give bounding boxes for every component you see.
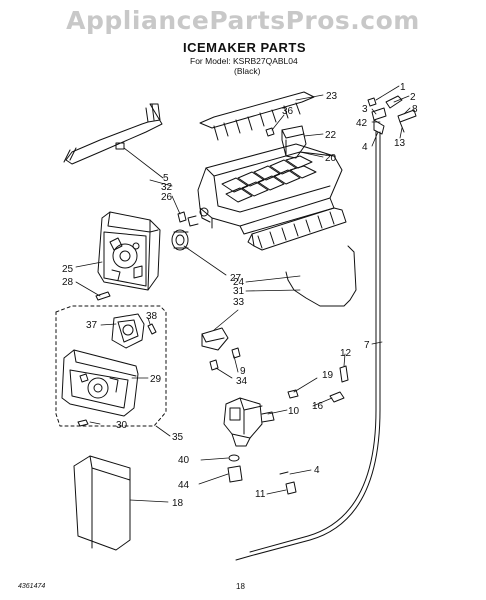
callout-25: 25 <box>62 264 74 275</box>
clip-26 <box>177 211 187 223</box>
nut-11 <box>285 481 297 495</box>
callout-10: 10 <box>288 406 300 417</box>
water-valve <box>223 397 275 447</box>
callout-27: 27 <box>230 273 242 284</box>
callout-29: 29 <box>150 374 162 385</box>
callout-32: 32 <box>161 182 173 193</box>
callout-38: 38 <box>146 311 158 322</box>
callout-4-lower: 4 <box>314 465 320 476</box>
screw-9a <box>209 359 219 371</box>
callout-24: 24 <box>233 277 245 288</box>
tube-fittings <box>367 95 417 135</box>
callout-4-top: 4 <box>362 142 368 153</box>
callout-3: 3 <box>362 104 368 115</box>
callout-37: 37 <box>86 320 98 331</box>
ice-bin-18 <box>73 455 131 551</box>
callout-18: 18 <box>172 498 184 509</box>
screw-9b <box>231 347 241 359</box>
callout-31: 31 <box>233 286 245 297</box>
screw-28 <box>95 291 111 301</box>
wire-harness-part <box>63 103 163 165</box>
screw-36 <box>265 127 275 137</box>
shutoff-arm <box>285 245 357 307</box>
callout-40: 40 <box>178 455 190 466</box>
callout-44: 44 <box>178 480 190 491</box>
diagram-title: ICEMAKER PARTS <box>183 40 307 55</box>
callout-labels: 1 2 3 8 42 13 4 23 36 22 20 5 32 26 25 2… <box>62 82 418 509</box>
screw-30 <box>77 419 89 427</box>
gear-27 <box>171 229 189 251</box>
page-number: 18 <box>236 582 245 591</box>
model-info: For Model: KSRB27QABL04 (Black) <box>190 56 298 76</box>
callout-22: 22 <box>325 130 337 141</box>
screw-38 <box>147 323 157 335</box>
callout-28: 28 <box>62 277 74 288</box>
callout-42: 42 <box>356 118 368 129</box>
module-housing-29 <box>61 349 139 417</box>
callout-33: 33 <box>233 297 245 308</box>
callout-5: 5 <box>163 173 169 184</box>
callout-16: 16 <box>312 401 324 412</box>
callout-35: 35 <box>172 432 184 443</box>
callout-12: 12 <box>340 348 352 359</box>
watermark: AppliancePartsPros.com <box>66 6 420 35</box>
callout-11: 11 <box>255 489 266 500</box>
washer-40 <box>228 454 240 462</box>
icemaker-mold <box>187 143 343 235</box>
callout-30: 30 <box>116 420 128 431</box>
feeler-arm-top <box>199 91 315 141</box>
callout-7: 7 <box>364 340 370 351</box>
model-line: For Model: KSRB27QABL04 <box>190 56 298 66</box>
callout-20: 20 <box>325 153 337 164</box>
callout-8: 8 <box>412 104 418 115</box>
fill-tube <box>235 131 381 561</box>
fitting-44 <box>227 465 243 483</box>
screw-19 <box>287 389 299 399</box>
callout-19: 19 <box>322 370 334 381</box>
callout-9: 9 <box>240 366 246 377</box>
callout-23: 23 <box>326 91 338 102</box>
document-number: 4361474 <box>18 583 46 590</box>
callout-34: 34 <box>236 376 248 387</box>
part-4-lower <box>279 471 289 475</box>
bracket-33 <box>201 327 229 351</box>
callout-36: 36 <box>282 106 294 117</box>
leader-lines <box>75 85 411 503</box>
callout-13: 13 <box>394 138 406 149</box>
cover-22 <box>281 125 307 159</box>
model-color: (Black) <box>234 66 261 76</box>
clip-16 <box>329 391 345 403</box>
control-motor <box>97 211 161 291</box>
callout-1: 1 <box>400 82 406 93</box>
callout-2: 2 <box>410 92 416 103</box>
fan-37 <box>111 313 145 349</box>
callout-26: 26 <box>161 192 173 203</box>
part-12 <box>339 365 349 383</box>
ejector-bar <box>247 207 347 251</box>
fill-tube-inner <box>249 131 377 553</box>
